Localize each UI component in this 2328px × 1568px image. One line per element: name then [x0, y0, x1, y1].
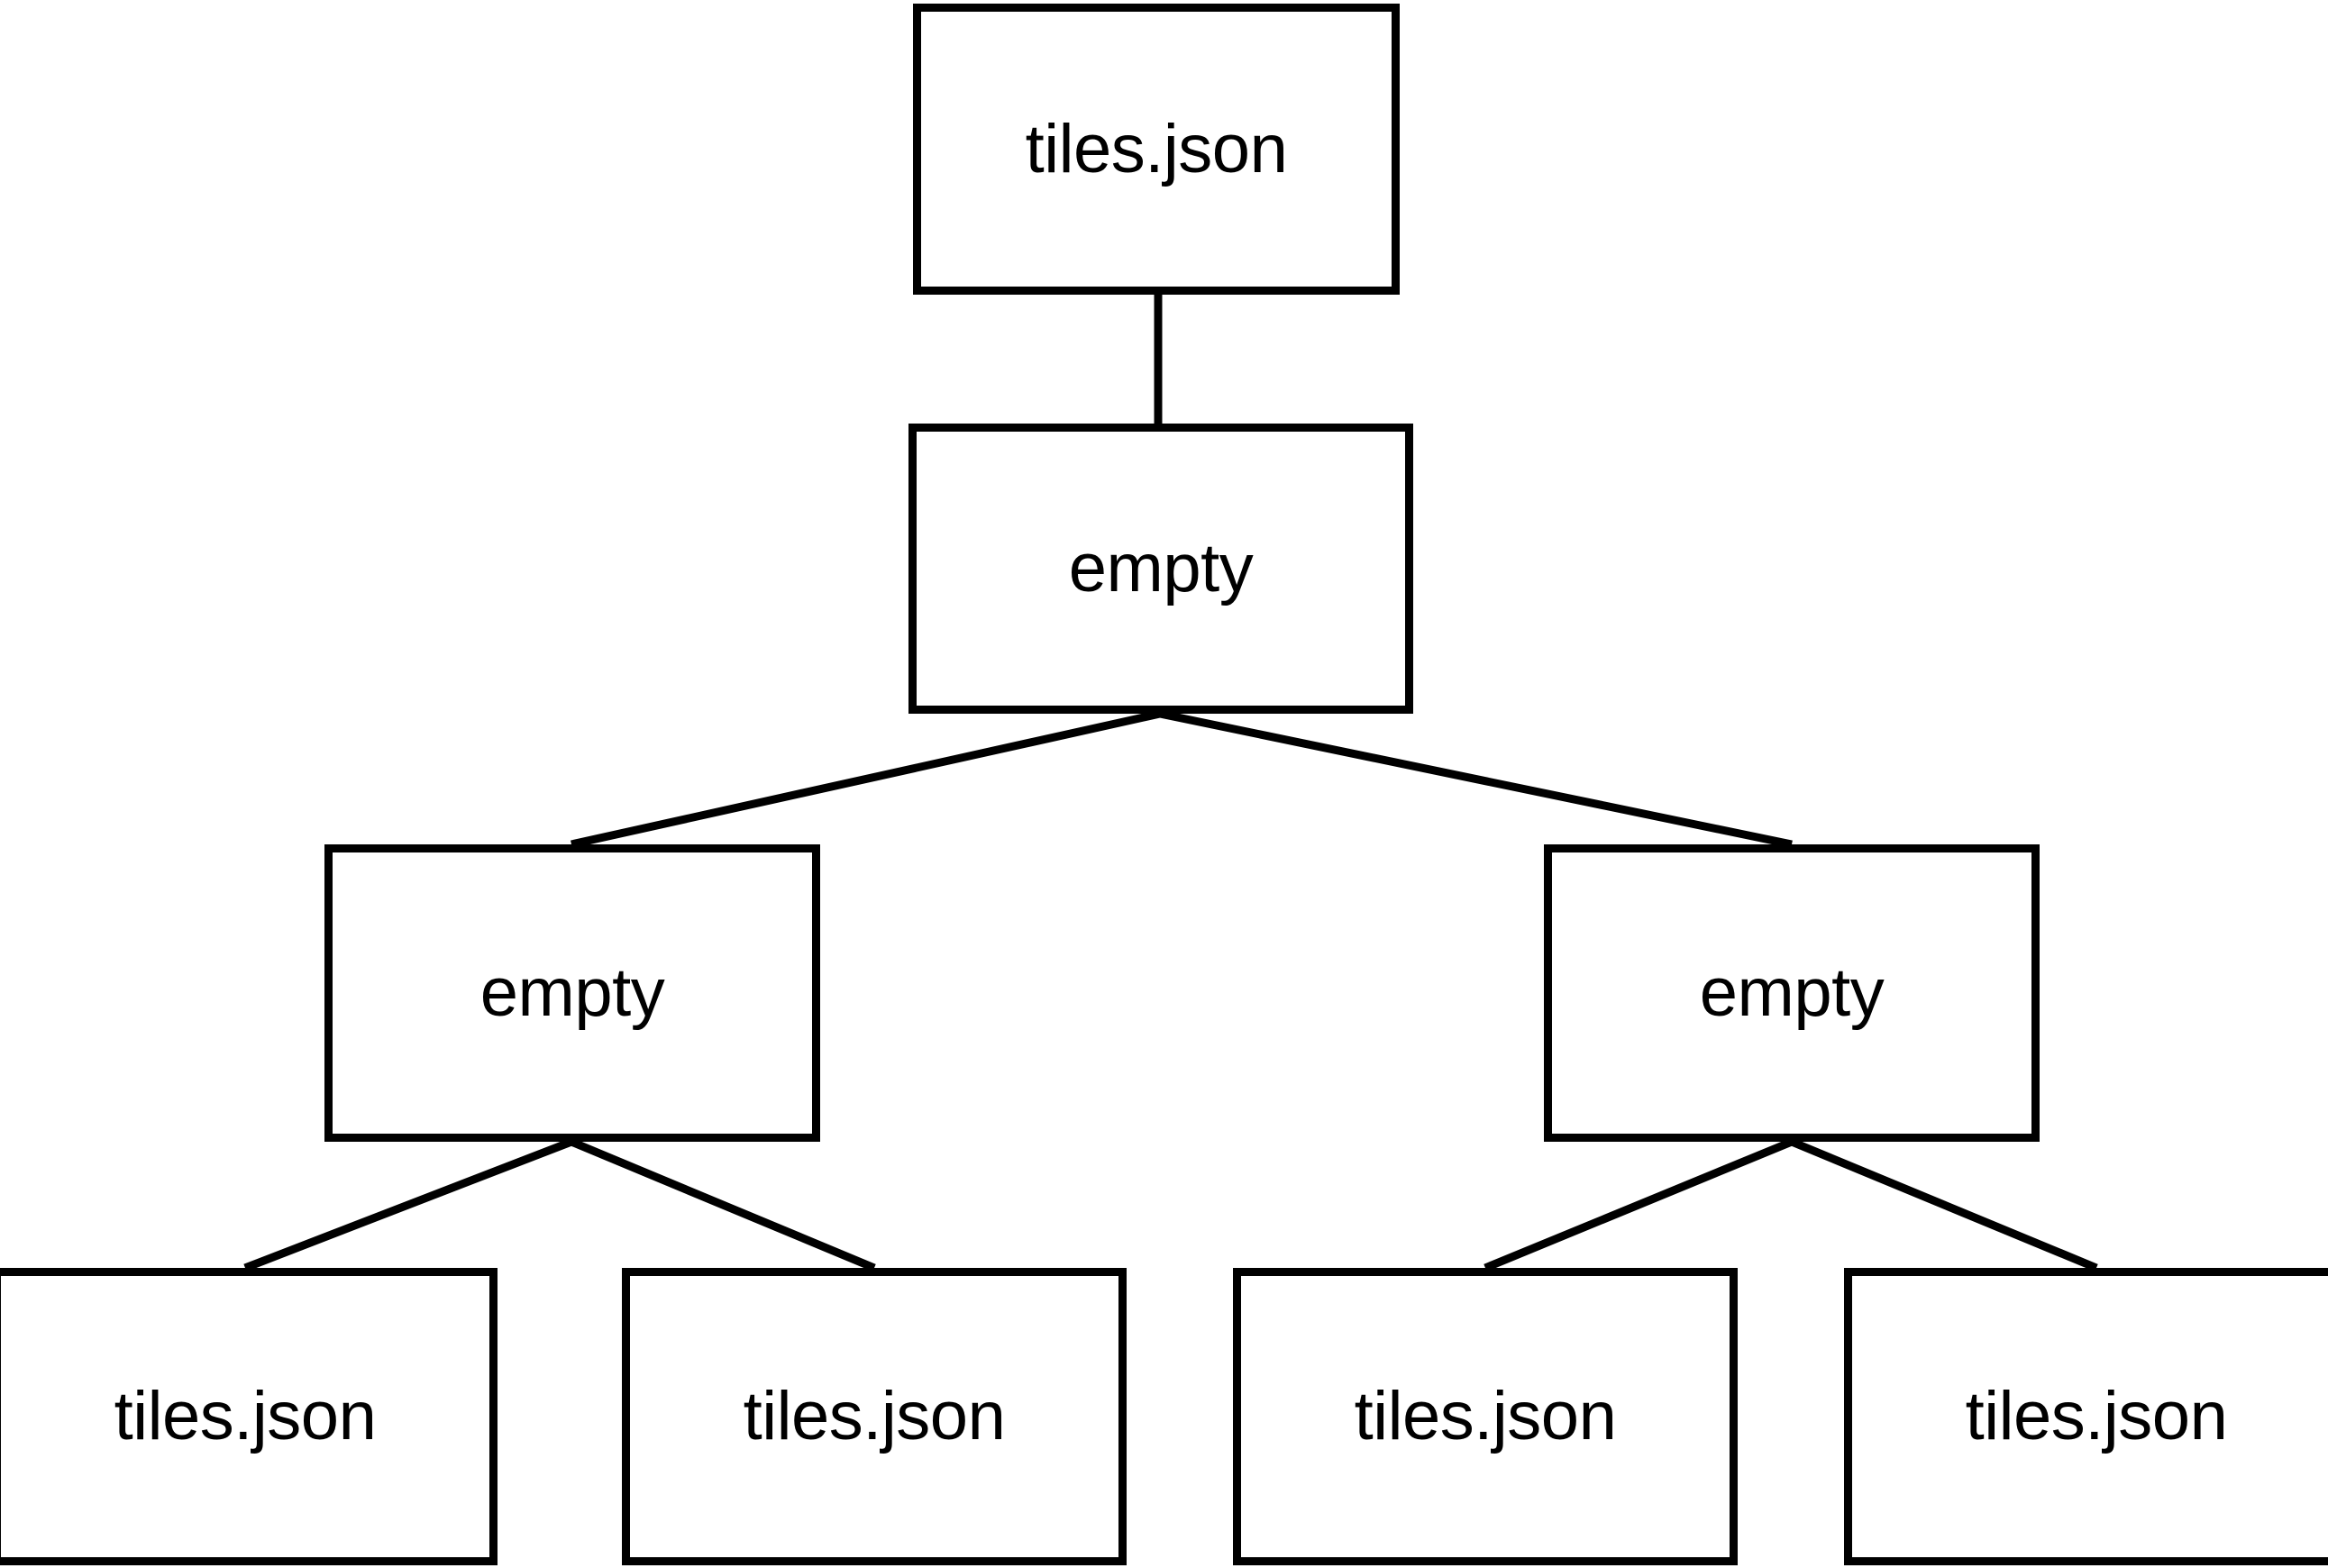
node-root-tiles-json[interactable]: tiles.json — [913, 4, 1400, 295]
node-leaf-tiles-json-3[interactable]: tiles.json — [1233, 1268, 1738, 1565]
node-label: tiles.json — [1025, 110, 1288, 187]
node-label: empty — [1068, 530, 1254, 606]
edge-n3-n7 — [1790, 1137, 2098, 1272]
node-level2-empty-right[interactable]: empty — [1544, 844, 2040, 1142]
edge-n1-n2 — [571, 709, 1161, 849]
node-label: tiles.json — [743, 1378, 1006, 1454]
node-label: tiles.json — [1354, 1378, 1617, 1454]
node-label: empty — [479, 954, 665, 1031]
edge-n3-n6 — [1484, 1137, 1794, 1272]
edge-n2-n5 — [570, 1137, 876, 1272]
edge-n2-n4 — [243, 1137, 573, 1272]
node-label: tiles.json — [1965, 1378, 2228, 1454]
node-leaf-tiles-json-2[interactable]: tiles.json — [622, 1268, 1127, 1565]
node-label: empty — [1699, 954, 1885, 1031]
node-level2-empty-left[interactable]: empty — [324, 844, 820, 1142]
node-level1-empty[interactable]: empty — [908, 424, 1413, 714]
node-label: tiles.json — [114, 1378, 377, 1454]
node-leaf-tiles-json-1[interactable]: tiles.json — [0, 1268, 498, 1565]
node-leaf-tiles-json-4[interactable]: tiles.json — [1844, 1268, 2328, 1565]
edge-n1-n3 — [1159, 709, 1793, 849]
